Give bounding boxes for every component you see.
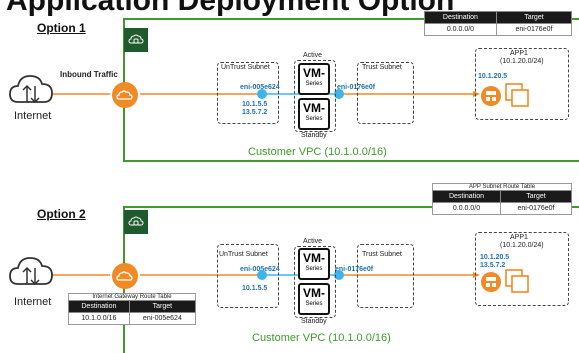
eni-untrust-dot <box>257 270 267 280</box>
trust-subnet-label: Trust Subnet <box>362 64 402 71</box>
vm-series: Series <box>305 116 323 122</box>
option1-label: Option 1 <box>37 21 86 35</box>
route-table-cell: 10.1.0.0/16 <box>68 312 130 325</box>
vm-name: VM- <box>303 66 325 80</box>
route-table-cell: eni-0176e0f <box>495 23 573 36</box>
vm-standby-label: Standby <box>301 318 327 325</box>
opt2-arrowhead <box>473 272 480 278</box>
vm-series-active: VM- Series <box>298 248 330 280</box>
vm-name: VM- <box>303 286 325 300</box>
route-table-header: Target <box>128 300 197 313</box>
app-ip-1: 10.1.20.5 <box>480 254 510 261</box>
untrust-subnet-label: UnTrust Subnet <box>221 64 270 71</box>
eni-trust-label: eni-0176e0f <box>335 266 374 273</box>
internet-label: Internet <box>14 296 52 308</box>
internet-gateway-icon <box>111 81 139 114</box>
route-table-cell: eni-0176e0f <box>499 202 573 215</box>
option1-untrust-subnet <box>217 62 279 124</box>
vm-standby-label: Standby <box>301 132 327 139</box>
vm-series-standby: VM- Series <box>298 98 330 130</box>
eni-untrust-label: eni-005e624 <box>240 266 280 273</box>
eni-untrust-label: eni-005e624 <box>240 84 280 91</box>
aws-cloud-icon <box>124 210 148 234</box>
eni-trust-dot <box>334 270 344 280</box>
route-table-header: Destination <box>68 300 130 313</box>
option1-vm-group <box>294 60 336 132</box>
page-title-bar: Application Deployment Option <box>0 0 579 16</box>
option2-igw-route-table: Internet Gateway Route Table Destination… <box>68 293 197 325</box>
app-instance-icon <box>480 80 532 121</box>
internet-label: Internet <box>14 110 52 122</box>
option2-untrust-subnet <box>217 244 279 308</box>
option2-vpc-label: Customer VPC (10.1.0.0/16) <box>252 332 391 344</box>
aws-cloud-icon <box>124 28 148 52</box>
option1-app-subnet <box>475 48 569 120</box>
inbound-traffic-label: Inbound Traffic <box>60 70 118 79</box>
internet-cloud-icon <box>8 68 54 113</box>
app-instance-icon <box>480 264 532 305</box>
route-table-cell: 0.0.0.0/0 <box>424 23 497 36</box>
route-table-header: Target <box>495 11 573 24</box>
app-ip: 10.1.20.5 <box>478 73 508 80</box>
internet-cloud-icon <box>8 250 54 295</box>
vm-active-label: Active <box>303 52 323 59</box>
app-cidr: (10.1.20.0/24) <box>500 58 544 65</box>
untrust-subnet-label: UnTrust Subnet <box>219 251 268 258</box>
vm-series-active: VM- Series <box>298 63 330 95</box>
eni-trust-label: eni-0176e0f <box>337 84 376 91</box>
vm-series: Series <box>305 301 323 307</box>
app-cidr: (10.1.20.0/24) <box>500 242 544 249</box>
vm-name: VM- <box>303 101 325 115</box>
route-table-cell: 0.0.0.0/0 <box>432 202 501 215</box>
trust-subnet-label: Trust Subnet <box>362 251 402 258</box>
untrust-ip-2: 13.5.7.2 <box>242 109 268 116</box>
option2-vm-group <box>294 246 336 318</box>
page-title: Application Deployment Option <box>6 0 454 16</box>
eni-trust-dot <box>334 89 344 99</box>
vm-series: Series <box>305 266 323 272</box>
option1-trust-subnet <box>357 62 414 124</box>
eni-untrust-dot <box>257 89 267 99</box>
app-name: APP1 <box>510 234 528 241</box>
vm-name: VM- <box>303 251 325 265</box>
untrust-ip-1: 10.1.5.5 <box>242 101 268 108</box>
route-table-cell: eni-005e624 <box>128 312 197 325</box>
vm-series: Series <box>305 81 323 87</box>
opt1-arrowhead <box>473 91 480 97</box>
untrust-ip: 10.1.5.5 <box>242 285 268 292</box>
route-table-header: Destination <box>432 190 501 203</box>
app-ip-2: 13.5.7.2 <box>480 262 506 269</box>
igw-route-table-title: Internet Gateway Route Table <box>68 293 196 300</box>
option1-vpc-label: Customer VPC (10.1.0.0/16) <box>248 146 387 158</box>
internet-gateway-icon <box>111 262 139 295</box>
vm-series-standby: VM- Series <box>298 283 330 315</box>
app-route-table-title: APP Subnet Route Table <box>432 183 572 190</box>
vm-active-label: Active <box>303 238 323 245</box>
app-name: APP1 <box>510 50 528 57</box>
option2-app-subnet <box>475 232 569 306</box>
route-table-header: Target <box>499 190 573 203</box>
route-table-header: Destination <box>424 11 497 24</box>
option2-trust-subnet <box>357 244 414 308</box>
option2-label: Option 2 <box>37 207 86 221</box>
